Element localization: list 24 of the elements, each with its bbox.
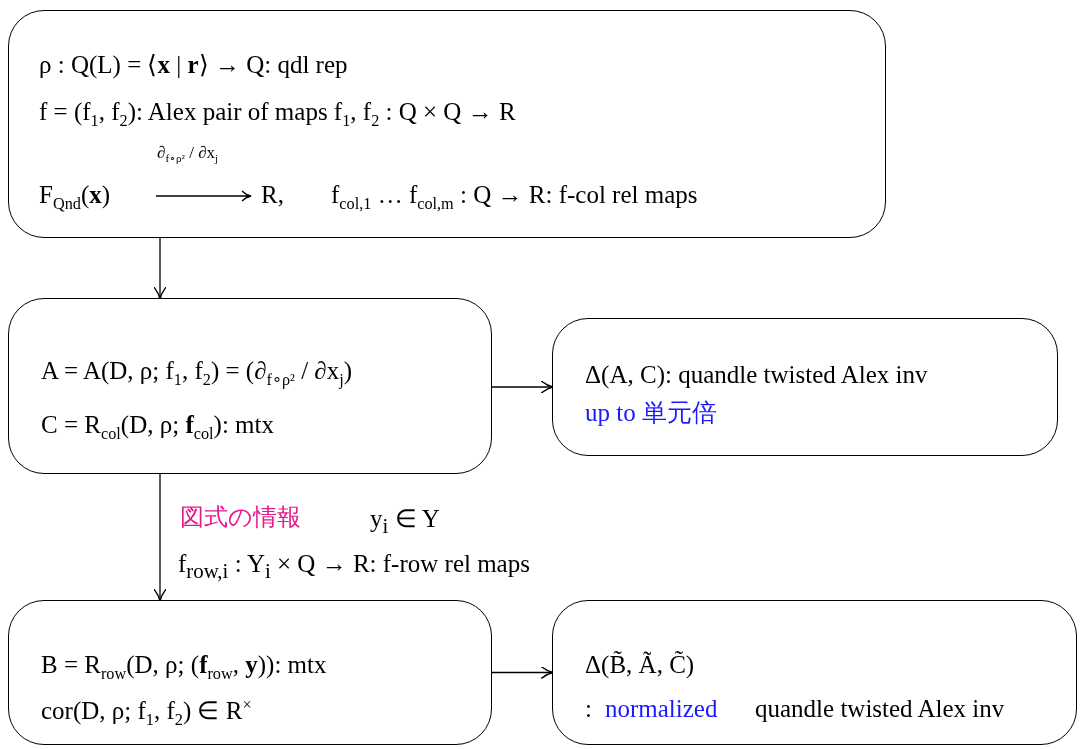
formula-text: A = A(D, ρ; f$_{1}$, f$_{2}$) = (∂$_{f∘ρ²}$ / ∂x$_{j}$) [41, 357, 353, 390]
formula-text: C = R$_{col}$(D, ρ; f$_{col}$): mtx [41, 411, 274, 444]
formula-text: normalized [605, 695, 718, 724]
rounded-box [552, 600, 1077, 745]
formula-text: f$_{col,1}$ … f$_{col,m}$ : Q → R: f-col rel maps [331, 181, 698, 214]
rounded-box [8, 10, 886, 238]
formula-text: Δ(A, C): quandle twisted Alex inv [585, 361, 928, 390]
rounded-box [8, 298, 492, 474]
formula-text: : [585, 695, 592, 724]
formula-text: R, [261, 181, 284, 210]
rounded-box [552, 318, 1058, 456]
formula-text: f$_{row,i}$ : Y$_{i}$ × Q → R: f-row rel maps [178, 550, 530, 584]
formula-text: F$_{Qnd}$(x) [39, 181, 111, 214]
formula-text: up to 単元倍 [585, 399, 717, 428]
edge-label: 図式の情報 [180, 504, 301, 532]
formula-text: ρ : Q(L) = ⟨x | r⟩ → Q: qdl rep [39, 51, 348, 80]
arrow-label: ∂$_{f∘ρ²}$ / ∂x$_{j}$ [157, 143, 219, 166]
formula-text: B = R$_{row}$(D, ρ; (f$_{row}$, y)): mtx [41, 651, 327, 684]
formula-text: quandle twisted Alex inv [755, 695, 1005, 724]
rounded-box [8, 600, 492, 745]
formula-text: f = (f$_{1}$, f$_{2}$): Alex pair of maps f$_{1}$, f$_{2}$ : Q × Q → R [39, 98, 516, 131]
formula-text: y$_{i}$ ∈ Y [370, 505, 440, 539]
formula-text: Δ(B̃, Ã, C̃) [585, 651, 695, 680]
formula-text: cor(D, ρ; f$_{1}$, f$_{2}$) ∈ R$^{×}$ [41, 696, 252, 730]
